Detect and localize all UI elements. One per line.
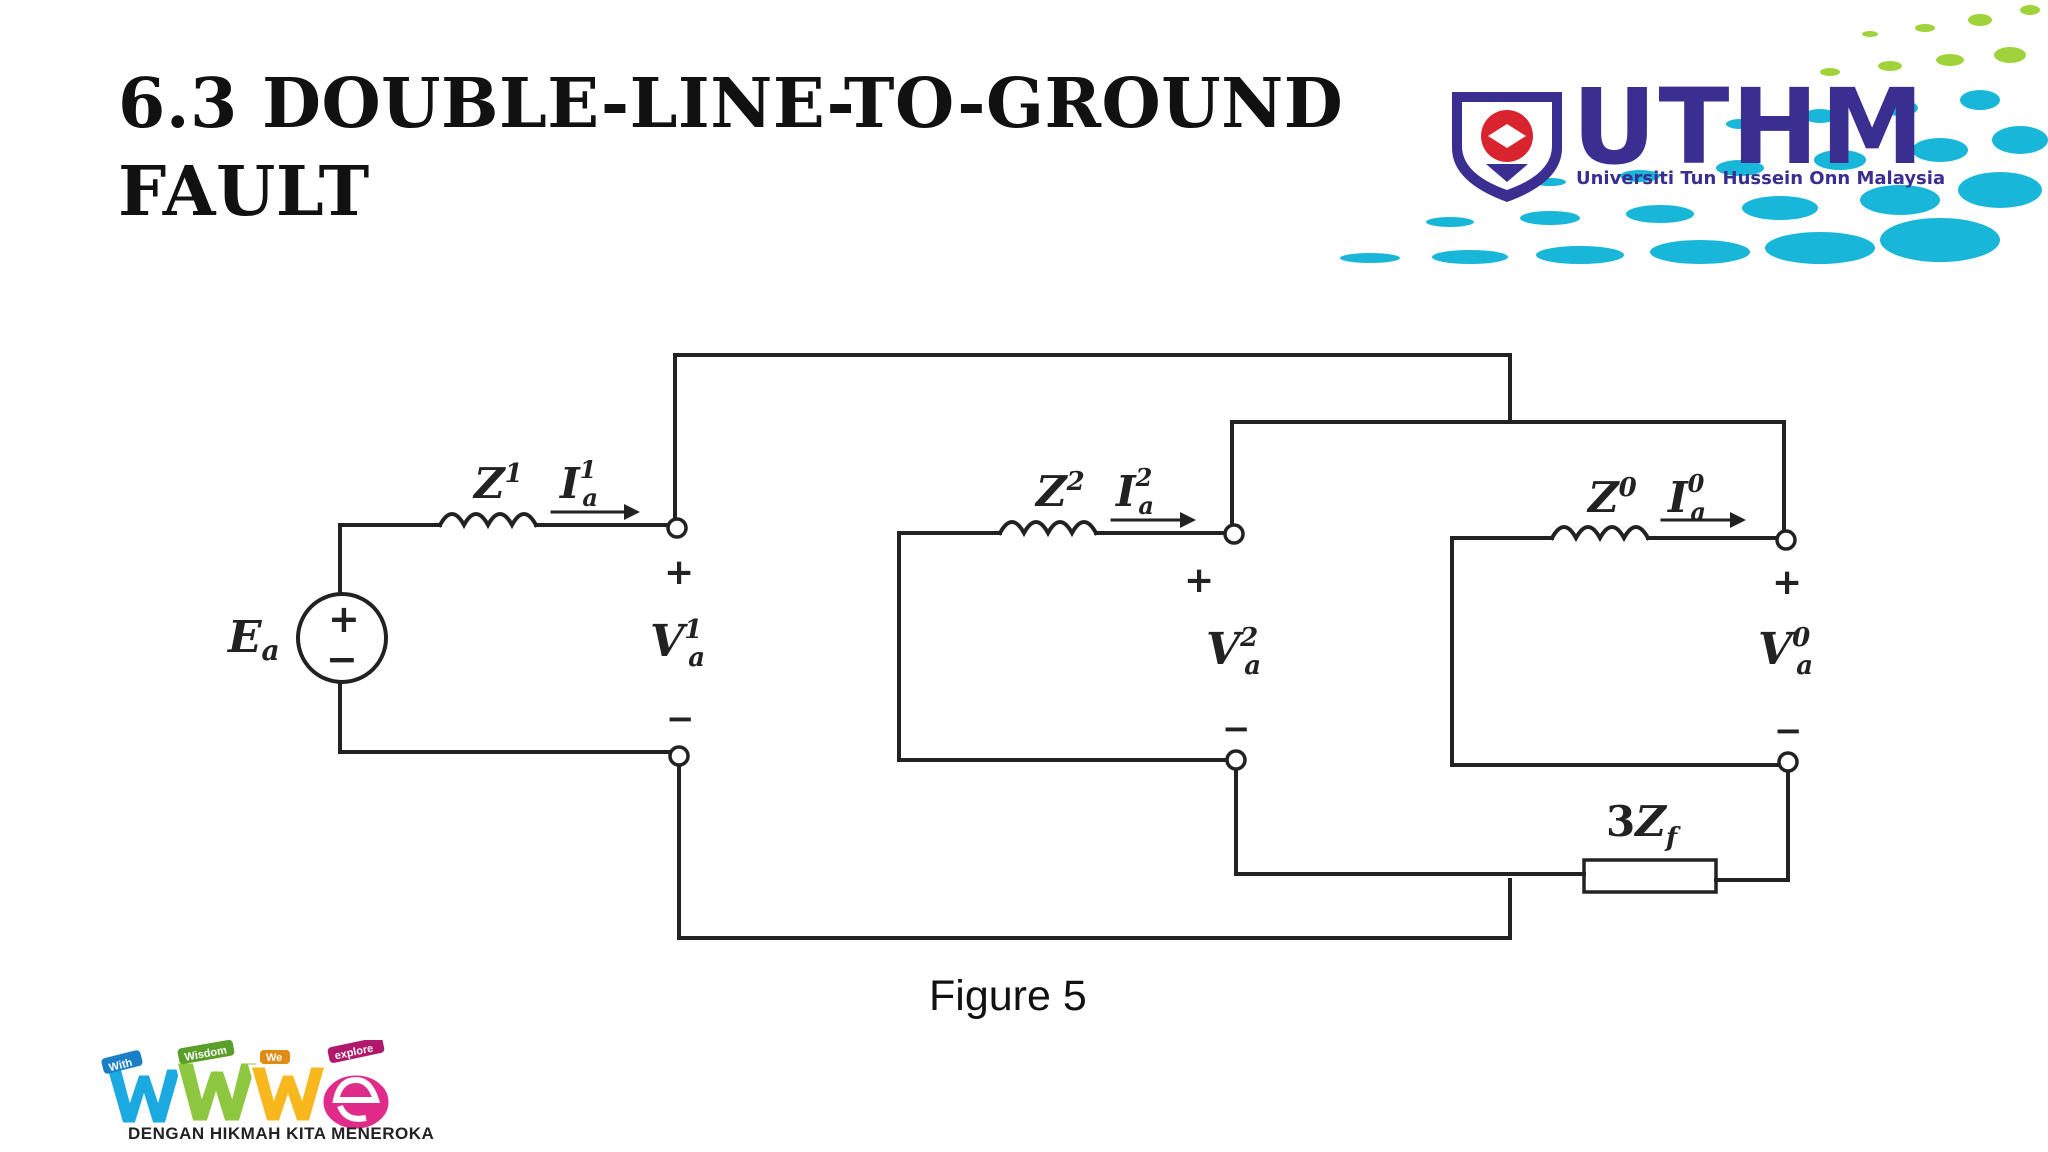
wwe-word-with: With (108, 1057, 134, 1074)
wwe-tagline: DENGAN HIKMAH KITA MENEROKA (128, 1124, 435, 1143)
terminal-v1-bottom (668, 745, 690, 767)
v0-plus-sign: + (1772, 562, 1802, 603)
v1-plus-sign: + (664, 552, 694, 593)
current-arrowhead-2 (1180, 512, 1196, 528)
inductor-z1 (437, 512, 539, 530)
banner-dots (1340, 5, 2048, 264)
uthm-crest-icon (1452, 92, 1562, 202)
wwe-word-we: We (266, 1052, 282, 1064)
inductor-z0 (1549, 525, 1651, 543)
wwe-footer-logo: With Wisdom We explore (101, 1040, 392, 1132)
v2-minus-sign: − (1222, 709, 1251, 749)
wire-3zf-to-v0 (1714, 768, 1790, 882)
impedance-label-z0: Z0 (1586, 473, 1637, 522)
terminal-v2-top (1223, 523, 1245, 545)
impedance-label-z1: Z1 (472, 459, 523, 508)
fault-impedance-label: 3Zf (1606, 797, 1681, 853)
v1-minus-sign: − (666, 699, 695, 739)
impedance-label-z2: Z2 (1034, 467, 1085, 516)
wire-bottom-v1 (677, 764, 1512, 940)
wire-source-bottom (338, 674, 674, 754)
v2-plus-sign: + (1184, 560, 1214, 601)
wire-top-v1-to-junction (673, 353, 1512, 524)
wire-neg-left (897, 531, 1002, 762)
wire-top-v2-v0 (1230, 420, 1786, 536)
terminal-v0-bottom (1777, 751, 1799, 773)
source-label: Ea (226, 612, 280, 667)
uthm-logo-text: UTHM (1572, 66, 1926, 188)
v0-minus-sign: − (1774, 711, 1803, 751)
resistor-3zf (1582, 858, 1718, 894)
terminal-v0-top (1775, 529, 1797, 551)
wire-source-top (338, 523, 442, 602)
source-minus-sign: − (326, 637, 358, 681)
inductor-z2 (997, 520, 1099, 538)
wwe-letters-icon (104, 1060, 392, 1132)
slide-title: 6.3 DOUBLE-LINE-TO-GROUND FAULT (118, 60, 1343, 236)
wire-bottom-v2-to-3zf (1234, 766, 1586, 876)
uthm-banner-graphic (1340, 5, 2048, 264)
current-arrowhead-0 (1730, 512, 1746, 528)
terminal-v2-bottom (1225, 749, 1247, 771)
source-plus-sign: + (328, 597, 360, 641)
slide-title-line2: FAULT (118, 152, 370, 232)
voltage-source-ea (296, 592, 388, 684)
figure-caption: Figure 5 (929, 972, 1087, 1020)
uthm-logo-subtitle: Universiti Tun Hussein Onn Malaysia (1576, 168, 1946, 189)
wire-zero-left (1450, 536, 1554, 767)
current-arrowhead-1 (624, 504, 640, 520)
terminal-v1-top (666, 517, 688, 539)
slide-title-line1: 6.3 DOUBLE-LINE-TO-GROUND (118, 64, 1344, 144)
